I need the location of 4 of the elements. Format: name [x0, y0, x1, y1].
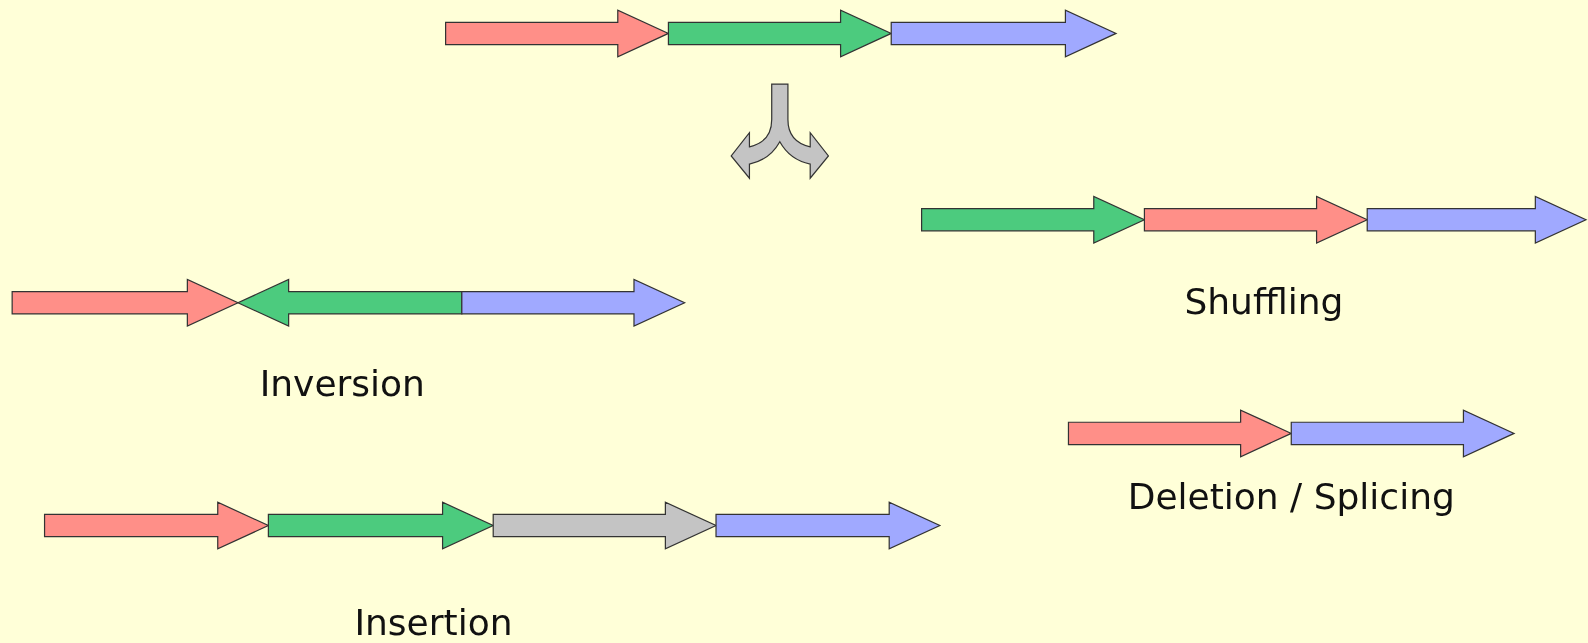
caption-label: Insertion [354, 601, 513, 643]
caption-label: Deletion / Splicing [1127, 475, 1455, 517]
caption-label: Inversion [259, 362, 425, 404]
caption-label: Shuffling [1184, 280, 1344, 322]
